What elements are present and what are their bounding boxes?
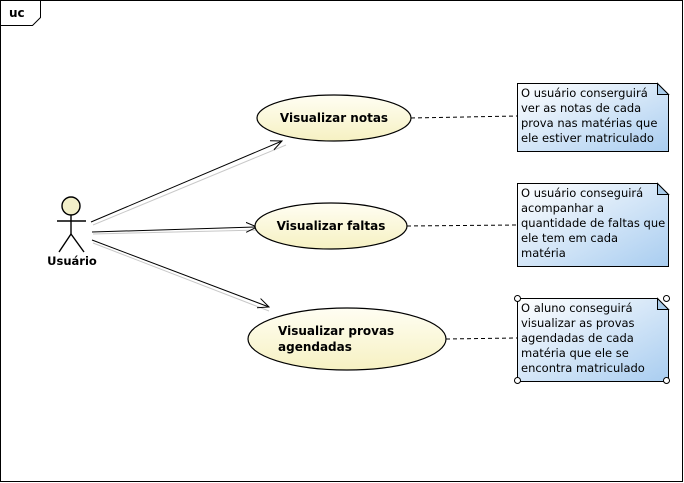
note-text: O aluno conseguirá visualizar as provas … — [521, 301, 645, 375]
association-visualizar-faltas[interactable] — [91, 227, 258, 235]
note-line: matéria que ele se — [521, 346, 629, 360]
note-line: matéria — [521, 246, 566, 260]
actor-left-leg — [58, 233, 72, 253]
note-anchor-3[interactable] — [445, 337, 518, 340]
note-anchor-1[interactable] — [410, 115, 518, 119]
note-line: ele estiver matriculado — [521, 131, 654, 145]
association-visualizar-notas[interactable] — [90, 141, 287, 226]
note-line: prova nas matérias que — [521, 116, 657, 130]
use-case-label-line: Visualizar faltas — [277, 219, 386, 233]
note-text: O usuário conseguirá acompanhar a quanti… — [521, 186, 669, 260]
note-body — [517, 83, 669, 152]
selection-handle-bottom-right[interactable] — [663, 377, 670, 384]
note-body — [517, 183, 669, 267]
frame-tag: uc — [9, 6, 25, 20]
use-case-label: Visualizar provas agendadas — [278, 324, 398, 354]
actor-head — [61, 196, 81, 216]
use-case-oval — [254, 202, 408, 250]
use-case-oval — [256, 94, 412, 142]
note-3[interactable]: O aluno conseguirá visualizar as provas … — [514, 295, 670, 384]
note-line: encontra matriculado — [521, 361, 645, 375]
frame-tag-box — [0, 0, 41, 26]
note-line: O usuário conserguirá — [521, 86, 648, 100]
note-line: acompanhar a — [521, 201, 604, 215]
use-case-label: Visualizar notas — [280, 111, 388, 125]
note-line: agendadas de cada — [521, 331, 634, 345]
note-1[interactable]: O usuário conserguirá ver as notas de ca… — [517, 82, 670, 152]
selection-handle-top-left[interactable] — [514, 295, 521, 302]
use-case-label: Visualizar faltas — [277, 219, 386, 233]
use-case-visualizar-notas[interactable]: Visualizar notas — [256, 94, 412, 142]
actor-label: Usuário — [47, 254, 97, 268]
use-case-oval — [247, 307, 447, 371]
note-text: O usuário conserguirá ver as notas de ca… — [521, 86, 661, 145]
note-2[interactable]: O usuário conseguirá acompanhar a quanti… — [517, 182, 670, 267]
note-line: quantidade de faltas que — [521, 216, 665, 230]
use-case-label-line: Visualizar notas — [280, 111, 388, 125]
note-line: visualizar as provas — [521, 316, 635, 330]
use-case-label-line: Visualizar provas — [278, 324, 394, 338]
note-line: ver as notas de cada — [521, 101, 641, 115]
note-fold — [657, 82, 670, 95]
selection-handle-top-right[interactable] — [663, 295, 670, 302]
association-visualizar-provas[interactable] — [91, 239, 269, 312]
use-case-visualizar-faltas[interactable]: Visualizar faltas — [254, 202, 408, 250]
use-case-visualizar-provas-agendadas[interactable]: Visualizar provas agendadas — [247, 307, 447, 371]
note-fold — [657, 182, 670, 195]
note-line: O usuário conseguirá — [521, 186, 643, 200]
note-line: O aluno conseguirá — [521, 301, 633, 315]
note-anchor-2[interactable] — [406, 224, 518, 227]
note-body — [517, 298, 669, 382]
selection-handle-bottom-left[interactable] — [514, 377, 521, 384]
actor-usuario[interactable]: Usuário — [47, 196, 97, 268]
actor-right-leg — [70, 233, 85, 253]
note-fold — [657, 297, 670, 310]
use-case-label-line: agendadas — [278, 340, 352, 354]
note-line: ele tem em cada — [521, 231, 618, 245]
